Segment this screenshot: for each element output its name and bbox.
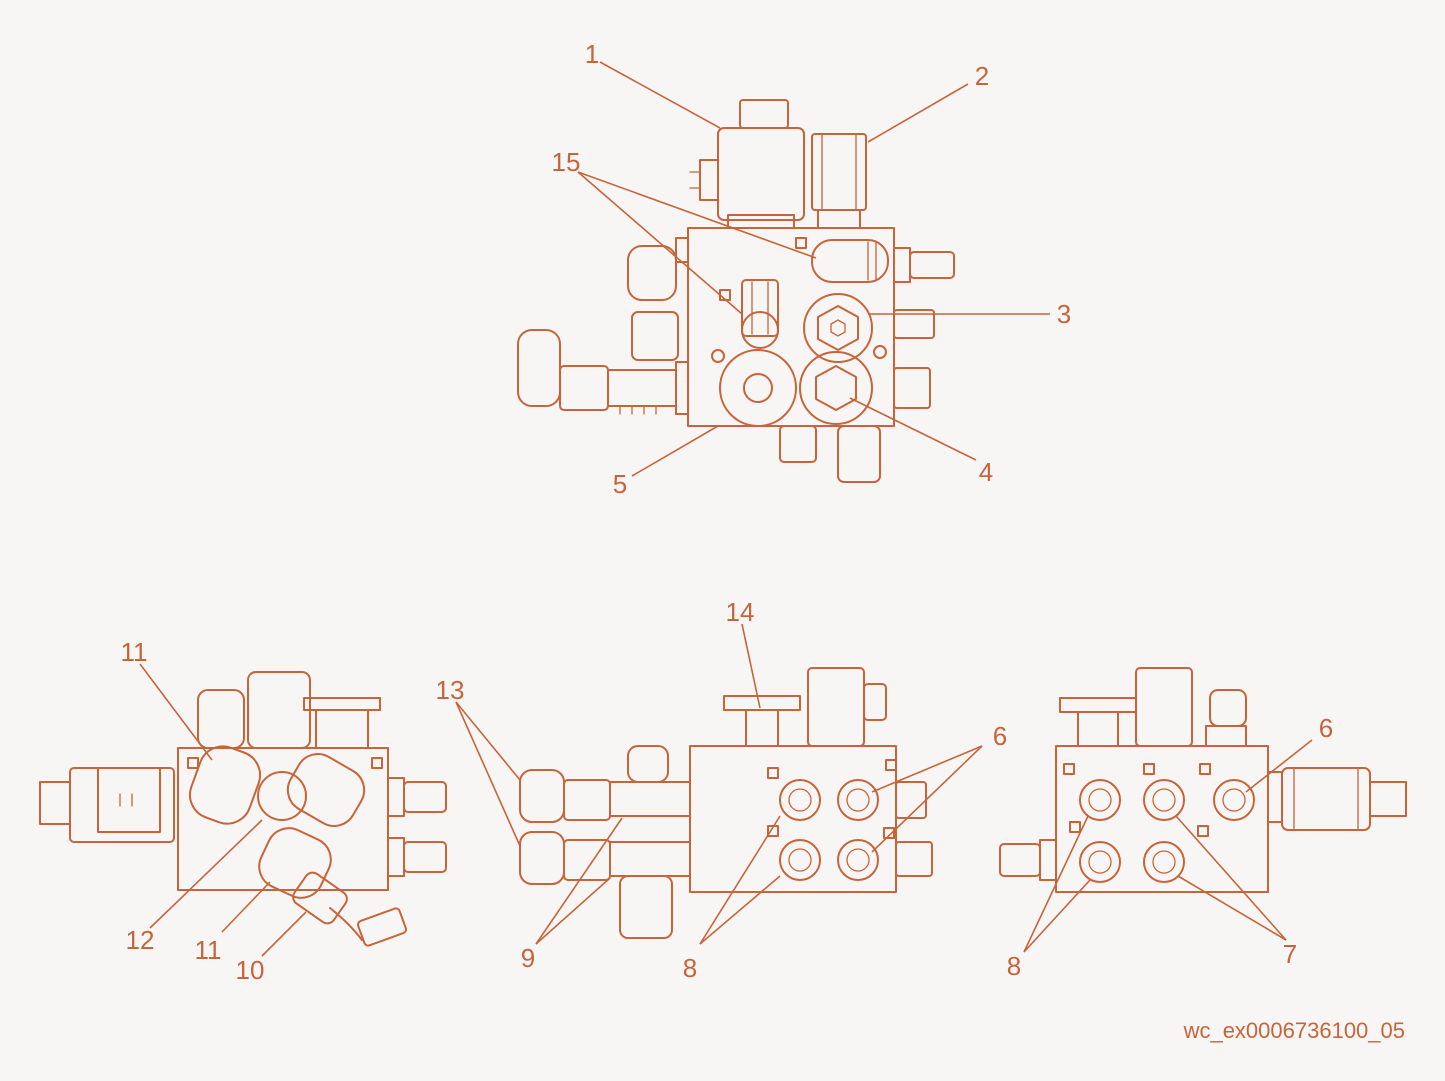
callout-12: 12 [125,925,155,955]
center-view [519,667,933,939]
callout-6-center: 6 [992,721,1008,751]
callout-9: 9 [520,943,536,973]
callout-7: 7 [1282,939,1298,969]
left-view [39,671,447,947]
callout-5: 5 [612,469,628,499]
right-view [999,667,1407,893]
callout-8-center: 8 [682,953,698,983]
callout-3: 3 [1056,299,1072,329]
callout-1: 1 [584,39,600,69]
callout-11-top: 11 [120,637,148,667]
callout-13: 13 [435,675,465,705]
callout-14: 14 [725,597,755,627]
leader-lines [139,61,1313,957]
drawing-reference-id: wc_ex0006736100_05 [1183,1018,1405,1043]
callout-2: 2 [974,61,990,91]
callout-8-right: 8 [1006,951,1022,981]
top-view [517,99,955,483]
callout-11-bottom: 11 [194,935,222,965]
callout-15: 15 [551,147,581,177]
callout-4: 4 [978,457,994,487]
callout-10: 10 [235,955,265,985]
callout-6-right: 6 [1318,713,1334,743]
